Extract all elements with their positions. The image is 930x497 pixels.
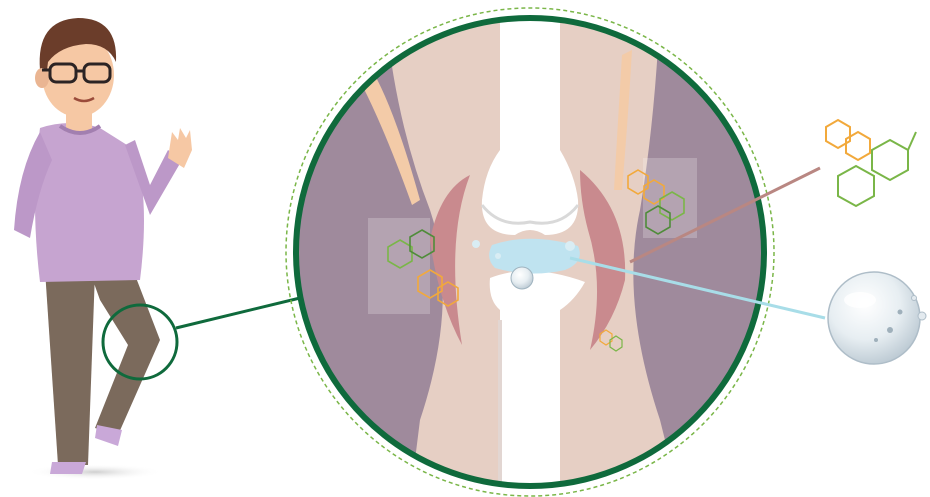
- bubble-small-1: [472, 240, 480, 248]
- left-shoe: [50, 462, 86, 474]
- knee-joint-cross-section: [290, 10, 770, 497]
- person-illustration: [14, 18, 192, 480]
- gel-bubble: [511, 267, 533, 289]
- gel-droplet-icon: [828, 272, 926, 364]
- bubble-small-3: [495, 253, 501, 259]
- right-leg-bent: [90, 272, 160, 435]
- molecule-panel-left: [368, 218, 430, 314]
- left-leg: [45, 270, 95, 465]
- zoom-connector-line: [176, 298, 300, 328]
- bubble-small-2: [565, 241, 575, 251]
- hexagon-molecule-icon: [826, 120, 916, 206]
- ground-shadow: [27, 464, 163, 480]
